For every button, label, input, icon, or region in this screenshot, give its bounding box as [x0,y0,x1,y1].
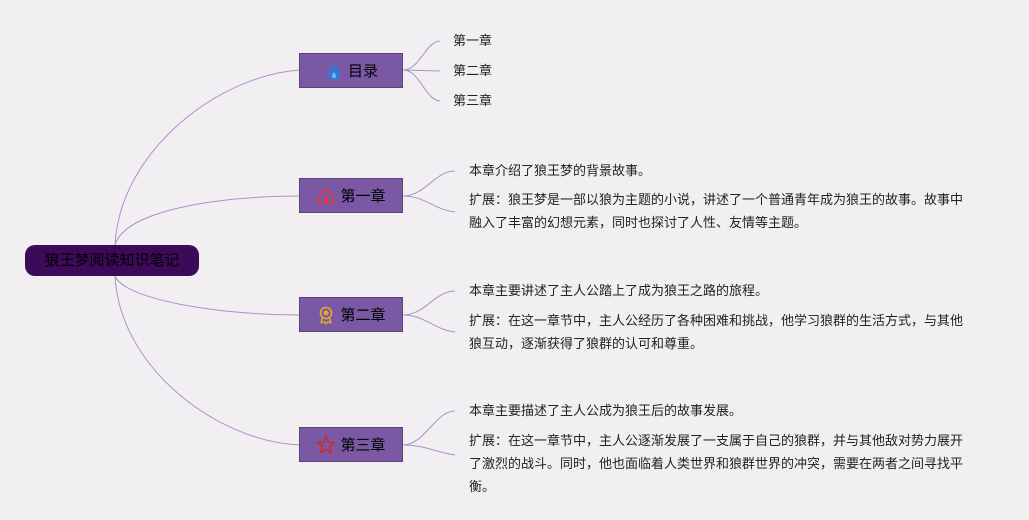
medal-icon [316,305,336,325]
branch-chapter-1[interactable]: 第一章 [299,178,403,213]
root-title: 狼王梦阅读知识笔记 [44,251,180,269]
branch-chapter-1-label: 第一章 [340,187,386,205]
toc-item-3[interactable]: 第三章 [453,94,493,109]
chapter-3-extension[interactable]: 扩展：在这一章节中，主人公逐渐发展了一支属于自己的狼群，并与其他敌对势力展开了激… [469,434,964,495]
branch-chapter-2[interactable]: 第二章 [299,297,403,332]
branch-chapter-3-label: 第三章 [340,436,386,454]
branch-toc-label: 目录 [347,62,378,80]
home-icon [316,186,336,206]
star-icon [316,435,336,455]
chapter-1-extension[interactable]: 扩展：狼王梦是一部以狼为主题的小说，讲述了一个普通青年成为狼王的故事。故事中融入… [469,193,964,231]
chapter-3-summary[interactable]: 本章主要描述了主人公成为狼王后的故事发展。 [469,404,743,419]
chapter-2-summary[interactable]: 本章主要讲述了主人公踏上了成为狼王之路的旅程。 [469,284,769,299]
toc-item-2[interactable]: 第二章 [453,64,493,79]
root-node[interactable]: 狼王梦阅读知识笔记 [25,245,199,276]
chapter-1-summary[interactable]: 本章介绍了狼王梦的背景故事。 [469,164,652,179]
branch-chapter-3[interactable]: 第三章 [299,427,403,462]
flame-icon [324,61,344,81]
chapter-2-extension[interactable]: 扩展：在这一章节中，主人公经历了各种困难和挑战，他学习狼群的生活方式，与其他狼互… [469,314,964,352]
branch-toc[interactable]: 目录 [299,53,403,88]
branch-chapter-2-label: 第二章 [340,306,386,324]
toc-item-1[interactable]: 第一章 [453,34,493,49]
